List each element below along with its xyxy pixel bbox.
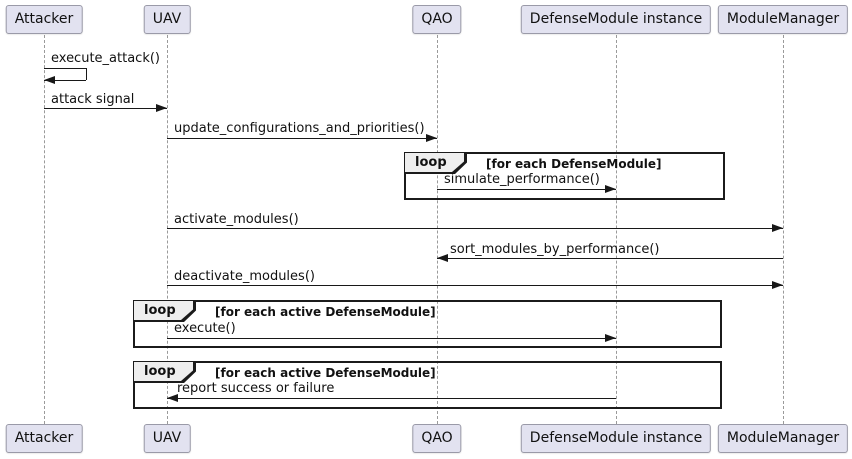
arrowhead-right-icon bbox=[772, 224, 783, 232]
loop-keyword: loop bbox=[134, 301, 193, 320]
lifeline-attacker bbox=[44, 35, 45, 424]
arrowhead-right-icon bbox=[772, 281, 783, 289]
loop-condition: [for each active DefenseModule] bbox=[215, 366, 436, 380]
participant-top-qao: QAO bbox=[412, 5, 462, 34]
participant-bottom-defensemodule: DefenseModule instance bbox=[520, 424, 712, 453]
loop-condition: [for each DefenseModule] bbox=[486, 157, 662, 171]
lifeline-defensemodule bbox=[616, 35, 617, 424]
message-label-update-configurations: update_configurations_and_priorities() bbox=[174, 121, 425, 136]
self-message-line bbox=[44, 80, 86, 81]
lifeline-qao bbox=[437, 35, 438, 424]
participant-top-modulemanager: ModuleManager bbox=[717, 5, 849, 34]
message-line bbox=[167, 338, 616, 339]
arrowhead-right-icon bbox=[156, 104, 167, 112]
arrowhead-right-icon bbox=[605, 185, 616, 193]
participant-bottom-attacker: Attacker bbox=[5, 424, 83, 453]
message-line bbox=[167, 285, 783, 286]
participant-top-attacker: Attacker bbox=[5, 5, 83, 34]
self-message-line bbox=[86, 68, 87, 80]
message-label-attack-signal: attack signal bbox=[51, 92, 135, 107]
arrowhead-left-icon bbox=[167, 394, 178, 402]
arrowhead-right-icon bbox=[605, 334, 616, 342]
loop-keyword: loop bbox=[134, 362, 193, 381]
message-label-deactivate-modules: deactivate_modules() bbox=[174, 269, 315, 284]
loop-fragment-execute: loop [for each active DefenseModule] bbox=[133, 300, 722, 348]
message-line bbox=[437, 189, 616, 190]
loop-fragment-report: loop [for each active DefenseModule] bbox=[133, 361, 722, 409]
lifeline-modulemanager bbox=[783, 35, 784, 424]
message-line bbox=[167, 398, 616, 399]
arrowhead-left-icon bbox=[437, 254, 448, 262]
participant-bottom-modulemanager: ModuleManager bbox=[717, 424, 849, 453]
participant-top-uav: UAV bbox=[143, 5, 191, 34]
message-label-activate-modules: activate_modules() bbox=[174, 212, 299, 227]
loop-fragment-simulate: loop [for each DefenseModule] bbox=[404, 152, 725, 200]
arrowhead-left-icon bbox=[44, 76, 55, 84]
message-line bbox=[167, 138, 437, 139]
loop-condition: [for each active DefenseModule] bbox=[215, 305, 436, 319]
message-label-execute: execute() bbox=[174, 321, 236, 336]
participant-top-defensemodule: DefenseModule instance bbox=[520, 5, 712, 34]
message-line bbox=[44, 108, 167, 109]
self-message-line bbox=[44, 68, 86, 69]
message-label-sort-modules: sort_modules_by_performance() bbox=[450, 242, 660, 257]
participant-bottom-qao: QAO bbox=[412, 424, 462, 453]
participant-bottom-uav: UAV bbox=[143, 424, 191, 453]
message-line bbox=[437, 258, 783, 259]
message-label-execute-attack: execute_attack() bbox=[51, 51, 160, 66]
message-line bbox=[167, 228, 783, 229]
loop-keyword: loop bbox=[405, 153, 464, 172]
arrowhead-right-icon bbox=[426, 134, 437, 142]
message-label-report: report success or failure bbox=[177, 381, 335, 396]
message-label-simulate-performance: simulate_performance() bbox=[444, 172, 600, 187]
lifeline-uav bbox=[167, 35, 168, 424]
